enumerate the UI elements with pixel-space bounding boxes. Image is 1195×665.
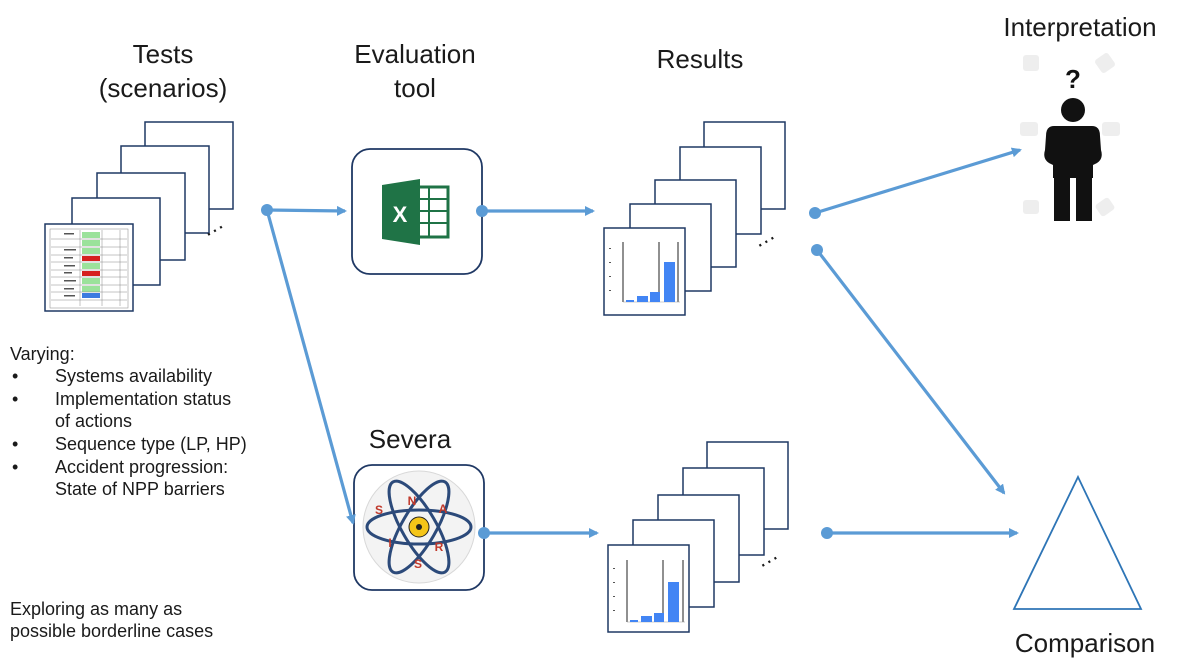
results-title: Results bbox=[656, 44, 744, 74]
exploring-note-line2: possible borderline cases bbox=[10, 621, 214, 641]
chart-bar bbox=[641, 616, 652, 622]
severa-tool-box: N A R S I S bbox=[353, 464, 485, 591]
question-mark: ? bbox=[1065, 64, 1081, 94]
arrow-origin-dots bbox=[261, 204, 833, 539]
arrow-tests-to-severa bbox=[265, 209, 356, 525]
scenario-table-thumbnail bbox=[49, 228, 129, 309]
list-item: Sequence type (LP, HP) bbox=[10, 433, 247, 455]
list-item-label: Accident progression: bbox=[55, 457, 229, 477]
list-item-label: Sequence type (LP, HP) bbox=[55, 434, 247, 454]
list-item-label: Systems availability bbox=[55, 366, 213, 386]
varying-heading: Varying: bbox=[10, 344, 75, 364]
atom-icon: N A R S I S bbox=[362, 470, 476, 584]
tests-title-line1: Tests bbox=[132, 39, 194, 69]
list-item-label-cont: of actions bbox=[55, 411, 133, 431]
atom-letter: S bbox=[414, 557, 422, 571]
comparison-title: Comparison bbox=[1014, 628, 1156, 658]
flow-arrows bbox=[265, 147, 1022, 538]
tests-title-line2: (scenarios) bbox=[98, 73, 228, 103]
bar-chart-thumbnail bbox=[613, 560, 685, 623]
list-item-label-cont: State of NPP barriers bbox=[55, 479, 225, 499]
tests-title: Tests (scenarios) bbox=[88, 37, 238, 105]
chart-bar bbox=[650, 292, 660, 302]
arrow-results-to-interpretation bbox=[814, 147, 1022, 215]
excel-tool-box: X bbox=[351, 148, 483, 275]
results-stack-top: … bbox=[603, 121, 786, 316]
chart-bar bbox=[668, 582, 679, 622]
results-stack-bottom: … bbox=[607, 441, 789, 633]
chart-bar bbox=[664, 262, 675, 302]
arrow-tests-to-eval bbox=[266, 205, 347, 216]
triangle-icon bbox=[1012, 474, 1143, 610]
thinking-person-icon: ? bbox=[1020, 53, 1120, 221]
list-item: Systems availability bbox=[10, 365, 247, 387]
exploring-note-line1: Exploring as many as bbox=[10, 599, 183, 619]
atom-letter: R bbox=[435, 540, 444, 554]
varying-list: Systems availability Implementation stat… bbox=[10, 365, 247, 501]
chart-bar bbox=[626, 300, 634, 302]
atom-letter: I bbox=[388, 536, 391, 550]
chart-bar bbox=[654, 613, 664, 622]
excel-icon: X bbox=[382, 179, 450, 245]
chart-bar bbox=[630, 620, 638, 622]
evaluation-tool-title-line2: tool bbox=[394, 73, 436, 103]
evaluation-tool-title-line1: Evaluation bbox=[354, 39, 476, 69]
bar-chart-thumbnail bbox=[609, 242, 680, 303]
atom-letter: S bbox=[375, 503, 383, 517]
evaluation-tool-title: Evaluation tool bbox=[330, 37, 500, 105]
excel-icon-letter: X bbox=[393, 202, 408, 227]
exploring-note: Exploring as many as possible borderline… bbox=[10, 598, 213, 642]
atom-letter: N bbox=[408, 494, 417, 508]
chart-bar bbox=[637, 296, 648, 302]
arrow-results-to-comparison bbox=[815, 249, 1006, 495]
interpretation-title: Interpretation bbox=[1003, 12, 1157, 42]
list-item: Accident progression:State of NPP barrie… bbox=[10, 456, 247, 500]
list-item-label: Implementation status bbox=[55, 389, 232, 409]
severa-title: Severa bbox=[368, 424, 452, 454]
atom-letter: A bbox=[439, 502, 448, 516]
